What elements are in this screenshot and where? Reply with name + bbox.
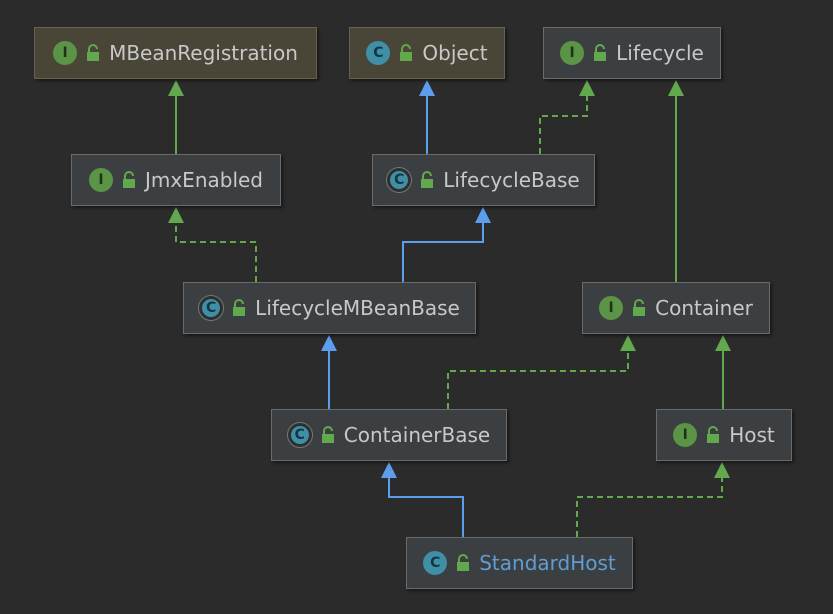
edge-arrowhead bbox=[168, 80, 184, 96]
edge-arrowhead bbox=[168, 207, 184, 223]
node-label: MBeanRegistration bbox=[109, 41, 298, 65]
edge-arrowhead bbox=[620, 335, 636, 351]
node-label: Object bbox=[422, 41, 488, 65]
class-icon: C bbox=[366, 41, 391, 65]
edge-arrowhead bbox=[419, 80, 435, 96]
edge-lifecyclembeanbase-to-jmxenabled bbox=[168, 207, 257, 282]
class-icon: C bbox=[423, 551, 448, 575]
node-label: Container bbox=[655, 296, 753, 320]
node-jmxenabled[interactable]: I JmxEnabled bbox=[71, 154, 281, 206]
unlocked-icon bbox=[707, 426, 720, 443]
edge-arrowhead bbox=[715, 335, 731, 351]
node-lifecycle[interactable]: I Lifecycle bbox=[543, 27, 721, 79]
unlocked-icon bbox=[233, 299, 246, 316]
unlocked-icon bbox=[594, 44, 607, 61]
node-lifecyclembeanbase[interactable]: C LifecycleMBeanBase bbox=[183, 282, 476, 334]
edge-container-to-lifecycle bbox=[668, 80, 684, 282]
node-label: LifecycleMBeanBase bbox=[255, 296, 460, 320]
node-container[interactable]: I Container bbox=[582, 282, 770, 334]
unlocked-icon bbox=[87, 44, 100, 61]
node-mbeanregistration[interactable]: I MBeanRegistration bbox=[34, 27, 317, 79]
edge-standardhost-to-host bbox=[576, 462, 730, 537]
node-host[interactable]: I Host bbox=[656, 409, 792, 461]
edge-arrowhead bbox=[381, 462, 397, 478]
edge-arrowhead bbox=[475, 207, 491, 223]
node-label: StandardHost bbox=[479, 551, 616, 575]
unlocked-icon bbox=[122, 171, 135, 188]
unlocked-icon bbox=[321, 426, 334, 443]
node-standardhost[interactable]: C StandardHost bbox=[406, 537, 633, 589]
node-label: Host bbox=[729, 423, 775, 447]
edge-lifecyclebase-to-object bbox=[419, 80, 435, 154]
edge-line bbox=[402, 222, 484, 282]
interface-icon: I bbox=[599, 296, 624, 320]
edge-line bbox=[175, 222, 257, 282]
node-label: JmxEnabled bbox=[144, 168, 264, 192]
node-label: ContainerBase bbox=[343, 423, 491, 447]
node-label: LifecycleBase bbox=[443, 168, 580, 192]
edge-host-to-container bbox=[715, 335, 731, 409]
node-object[interactable]: C Object bbox=[349, 27, 505, 79]
edge-containerbase-to-lifecyclembeanbase bbox=[321, 335, 337, 409]
edge-line bbox=[539, 95, 588, 154]
node-label: Lifecycle bbox=[616, 41, 704, 65]
edge-containerbase-to-container bbox=[447, 335, 636, 409]
node-containerbase[interactable]: C ContainerBase bbox=[271, 409, 507, 461]
interface-icon: I bbox=[673, 423, 698, 447]
edge-line bbox=[576, 477, 723, 537]
unlocked-icon bbox=[633, 299, 646, 316]
unlocked-icon bbox=[457, 554, 470, 571]
abstract-class-icon: C bbox=[387, 168, 412, 192]
edge-line bbox=[388, 477, 464, 537]
unlocked-icon bbox=[400, 44, 413, 61]
edge-lifecyclembeanbase-to-lifecyclebase bbox=[402, 207, 491, 282]
node-lifecyclebase[interactable]: C LifecycleBase bbox=[372, 154, 595, 206]
interface-icon: I bbox=[560, 41, 585, 65]
edge-standardhost-to-containerbase bbox=[381, 462, 464, 537]
edge-arrowhead bbox=[579, 80, 595, 96]
abstract-class-icon: C bbox=[199, 296, 224, 320]
edge-line bbox=[447, 350, 629, 409]
edge-arrowhead bbox=[668, 80, 684, 96]
edge-jmxenabled-to-mbeanregistration bbox=[168, 80, 184, 154]
interface-icon: I bbox=[53, 41, 78, 65]
unlocked-icon bbox=[421, 171, 434, 188]
edge-arrowhead bbox=[714, 462, 730, 478]
edge-arrowhead bbox=[321, 335, 337, 351]
edge-lifecyclebase-to-lifecycle bbox=[539, 80, 595, 154]
abstract-class-icon: C bbox=[287, 423, 312, 447]
interface-icon: I bbox=[88, 168, 113, 192]
